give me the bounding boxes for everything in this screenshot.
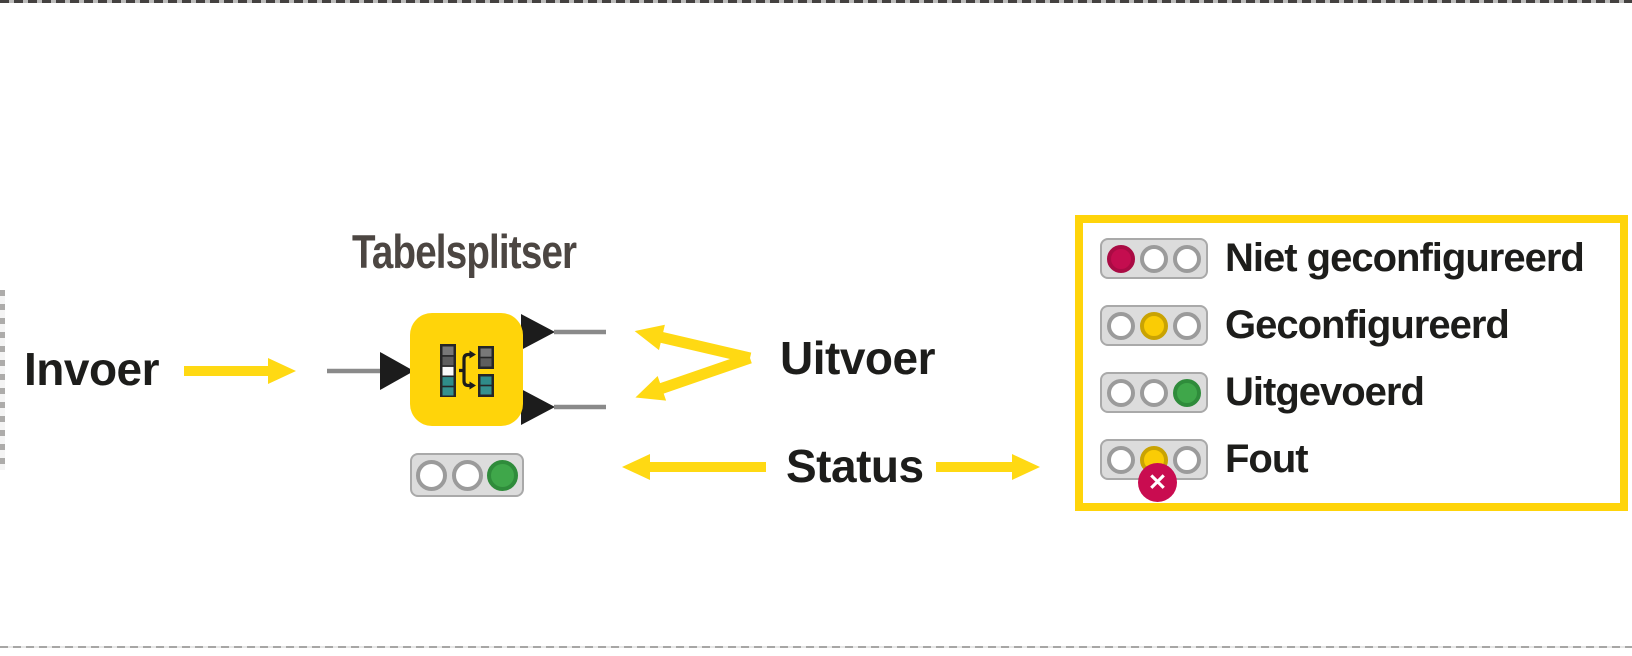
output-port-bottom-triangle bbox=[521, 389, 555, 425]
status-light bbox=[486, 459, 518, 491]
status-light bbox=[1107, 378, 1135, 407]
table-splitter-icon bbox=[440, 344, 494, 397]
status-legend-box: Niet geconfigureerd Geconfigureerd Uitge… bbox=[1075, 215, 1628, 511]
traffic-light-executed bbox=[1100, 372, 1208, 413]
status-light bbox=[1173, 311, 1201, 340]
status-light bbox=[1140, 244, 1168, 273]
legend-label-not-configured: Niet geconfigureerd bbox=[1225, 236, 1585, 280]
status-light bbox=[1107, 244, 1135, 273]
status-light bbox=[1173, 378, 1201, 407]
scan-artifact-top-line bbox=[0, 0, 1632, 3]
status-light bbox=[1107, 311, 1135, 340]
legend-row-error: ✕ Fout bbox=[1100, 437, 1620, 502]
status-light bbox=[416, 459, 448, 491]
output-arrow-upper bbox=[634, 324, 752, 364]
input-label: Invoer bbox=[24, 343, 160, 395]
traffic-light-configured bbox=[1100, 305, 1208, 346]
legend-label-configured: Geconfigureerd bbox=[1225, 303, 1510, 347]
node-title: Tabelsplitser bbox=[352, 225, 577, 278]
output-label: Uitvoer bbox=[780, 332, 935, 384]
output-arrow-lower bbox=[635, 352, 752, 401]
legend-row-configured: Geconfigureerd bbox=[1100, 303, 1620, 347]
legend-label-executed: Uitgevoerd bbox=[1225, 370, 1425, 414]
traffic-light-error: ✕ bbox=[1100, 439, 1208, 502]
status-label: Status bbox=[786, 440, 924, 492]
workflow-node bbox=[410, 313, 523, 426]
status-light bbox=[1140, 378, 1168, 407]
traffic-light-not-configured bbox=[1100, 238, 1208, 279]
status-light bbox=[1173, 244, 1201, 273]
scan-artifact-bottom-line bbox=[0, 646, 1632, 648]
status-light bbox=[1140, 311, 1168, 340]
scan-artifact-left-edge bbox=[0, 290, 5, 470]
output-port-top-triangle bbox=[521, 314, 555, 350]
legend-row-not-configured: Niet geconfigureerd bbox=[1100, 236, 1620, 280]
status-light bbox=[451, 459, 483, 491]
error-x-badge: ✕ bbox=[1138, 463, 1177, 502]
status-light bbox=[1173, 445, 1201, 474]
input-port-triangle bbox=[380, 352, 414, 390]
legend-row-executed: Uitgevoerd bbox=[1100, 370, 1620, 414]
node-status-traffic-light bbox=[410, 453, 524, 497]
legend-label-error: Fout bbox=[1225, 437, 1309, 481]
status-light bbox=[1107, 445, 1135, 474]
